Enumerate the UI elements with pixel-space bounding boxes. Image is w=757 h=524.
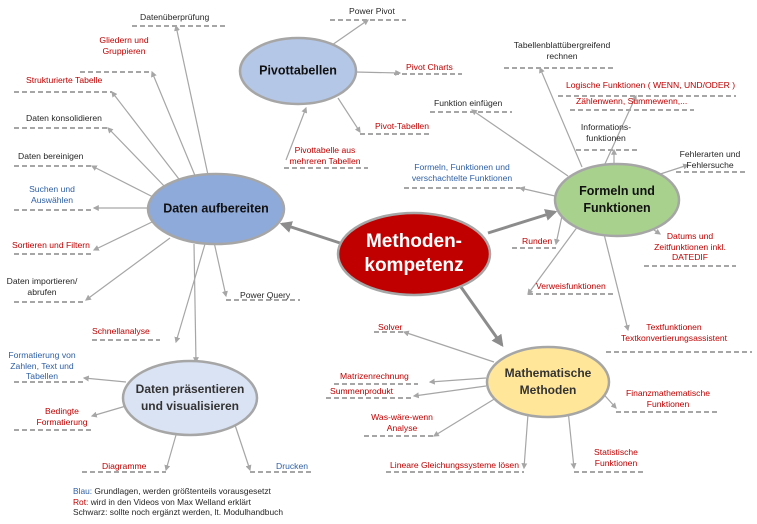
topic-suchen-auswaehlen: Suchen und Auswählen	[29, 184, 75, 205]
topic-bedingte-formatierung: Bedingte Formatierung	[36, 406, 88, 427]
topic-funktion-einfuegen: Funktion einfügen	[434, 98, 503, 108]
topic-pivot-charts: Pivot Charts	[406, 62, 453, 72]
link-verweis	[527, 225, 579, 295]
topic-schnellanalyse: Schnellanalyse	[92, 326, 150, 336]
link-einfuegen	[471, 109, 569, 177]
link-solver	[402, 330, 495, 363]
color-legend: Blau: Grundlagen, werden größtenteils vo…	[73, 486, 283, 518]
link-waswaere	[432, 397, 497, 437]
link-text	[603, 233, 630, 332]
hub-title-daten-aufbereiten: Daten aufbereiten	[163, 201, 269, 216]
link-strukturierte	[111, 91, 183, 184]
link-center-formeln	[487, 209, 558, 235]
link-summenprodukt	[412, 385, 487, 399]
topic-fehlerarten: Fehlerarten und Fehlersuche	[679, 149, 741, 170]
link-drucken	[233, 421, 252, 472]
link-datenueberpruefung	[174, 24, 209, 176]
topic-textfunktionen: Textfunktionen Textkonvertierungsassiste…	[620, 322, 728, 343]
topic-sortieren-filtern: Sortieren und Filtern	[12, 240, 90, 250]
hub-title-mathematische-methoden: Mathematische Methoden	[504, 366, 592, 397]
topic-pivot-tabellen: Pivot-Tabellen	[375, 121, 429, 131]
link-sortieren	[92, 221, 153, 251]
center-methodenkompetenz	[336, 211, 492, 297]
link-blatt	[539, 66, 583, 168]
link-formatierung	[82, 375, 127, 383]
link-schnellanalyse	[174, 243, 206, 344]
label-underlines	[14, 19, 752, 473]
legend-red: Rot: wird in den Videos von Max Welland …	[73, 496, 251, 507]
topic-gliedern-gruppieren: Gliedern und Gruppieren	[99, 35, 149, 56]
topic-drucken: Drucken	[276, 461, 308, 471]
topic-strukturierte-tabelle: Strukturierte Tabelle	[26, 75, 103, 85]
link-power-query	[213, 241, 228, 298]
link-bedingte	[90, 405, 127, 418]
link-logische	[603, 94, 637, 167]
link-center-daten	[279, 221, 341, 245]
main-links	[279, 209, 558, 347]
hub-mathematische-methoden	[485, 345, 611, 419]
topic-power-query: Power Query	[240, 290, 291, 300]
link-pivot-tabellen	[337, 97, 361, 134]
hub-formeln-funktionen	[553, 162, 681, 238]
hub-daten-aufbereiten	[146, 172, 286, 246]
topic-solver: Solver	[378, 322, 403, 332]
link-matrizen	[428, 377, 487, 385]
topic-daten-importieren: Daten importieren/ abrufen	[6, 276, 78, 297]
hub-daten-praesentieren	[121, 359, 259, 437]
link-importieren	[85, 237, 171, 301]
link-statistische	[567, 409, 577, 470]
link-runden	[554, 215, 563, 246]
topic-power-pivot: Power Pivot	[349, 6, 395, 16]
legend-black: Schwarz: sollte noch ergänzt werden, lt.…	[73, 507, 283, 517]
legend-blue: Blau: Grundlagen, werden größtenteils vo…	[73, 486, 271, 496]
link-verschachtelt	[518, 186, 556, 197]
topic-pivottabelle-mehrere: Pivottabelle aus mehreren Tabellen	[289, 145, 361, 166]
link-konsolidieren	[107, 127, 169, 191]
link-power-pivot	[331, 19, 369, 46]
link-pivot-charts	[354, 69, 402, 76]
hub-title-pivottabellen: Pivottabellen	[259, 63, 337, 78]
link-pivot-mehrere	[285, 106, 308, 161]
hub-title-formeln-funktionen: Formeln und Funktionen	[579, 184, 655, 215]
link-praesentieren	[192, 243, 199, 364]
topic-zaehlenwenn: Zählenwenn, Summewenn,...	[576, 96, 688, 106]
topic-runden: Runden	[522, 236, 553, 246]
topic-daten-bereinigen: Daten bereinigen	[18, 151, 84, 161]
link-lineare	[521, 413, 529, 470]
hub-title-daten-praesentieren: Daten präsentieren und visualisieren	[135, 382, 245, 413]
topic-verweisfunktionen: Verweisfunktionen	[536, 281, 606, 291]
topic-was-waere-wenn: Was-wäre-wenn Analyse	[371, 412, 433, 433]
link-bereinigen	[90, 165, 156, 199]
topic-verschachtelte-funktionen: Formeln, Funktionen und verschachtelte F…	[411, 162, 513, 183]
branch-links	[82, 19, 690, 472]
topic-statistische-funktionen: Statistische Funktionen	[594, 447, 638, 468]
topic-finanzmathematische-funktionen: Finanzmathematische Funktionen	[625, 388, 711, 409]
topic-diagramme: Diagramme	[102, 461, 147, 471]
hub-pivottabellen	[238, 36, 358, 106]
topic-datums-zeitfunktionen: Datums und Zeitfunktionen inkl. DATEDIF	[654, 231, 726, 262]
topic-formatierung: Formatierung von Zahlen, Text und Tabell…	[8, 350, 76, 381]
topic-datenueberpruefung: Datenüberprüfung	[140, 12, 210, 22]
topic-lineare-gleichungssysteme: Lineare Gleichungssysteme lösen	[390, 460, 519, 470]
link-center-math	[454, 279, 504, 347]
topic-logische-funktionen: Logische Funktionen ( WENN, UND/ODER )	[566, 80, 736, 90]
topic-informationsfunktionen: Informations- funktionen	[580, 122, 632, 143]
topic-daten-konsolidieren: Daten konsolidieren	[26, 113, 102, 123]
center-title: Methoden- kompetenz	[364, 231, 464, 276]
topic-tabellenblattuebergreifend: Tabellenblattübergreifend rechnen	[513, 40, 611, 61]
link-gliedern	[151, 70, 197, 179]
topic-matrizenrechnung: Matrizenrechnung	[340, 371, 409, 381]
topic-summenprodukt: Summenprodukt	[330, 386, 394, 396]
